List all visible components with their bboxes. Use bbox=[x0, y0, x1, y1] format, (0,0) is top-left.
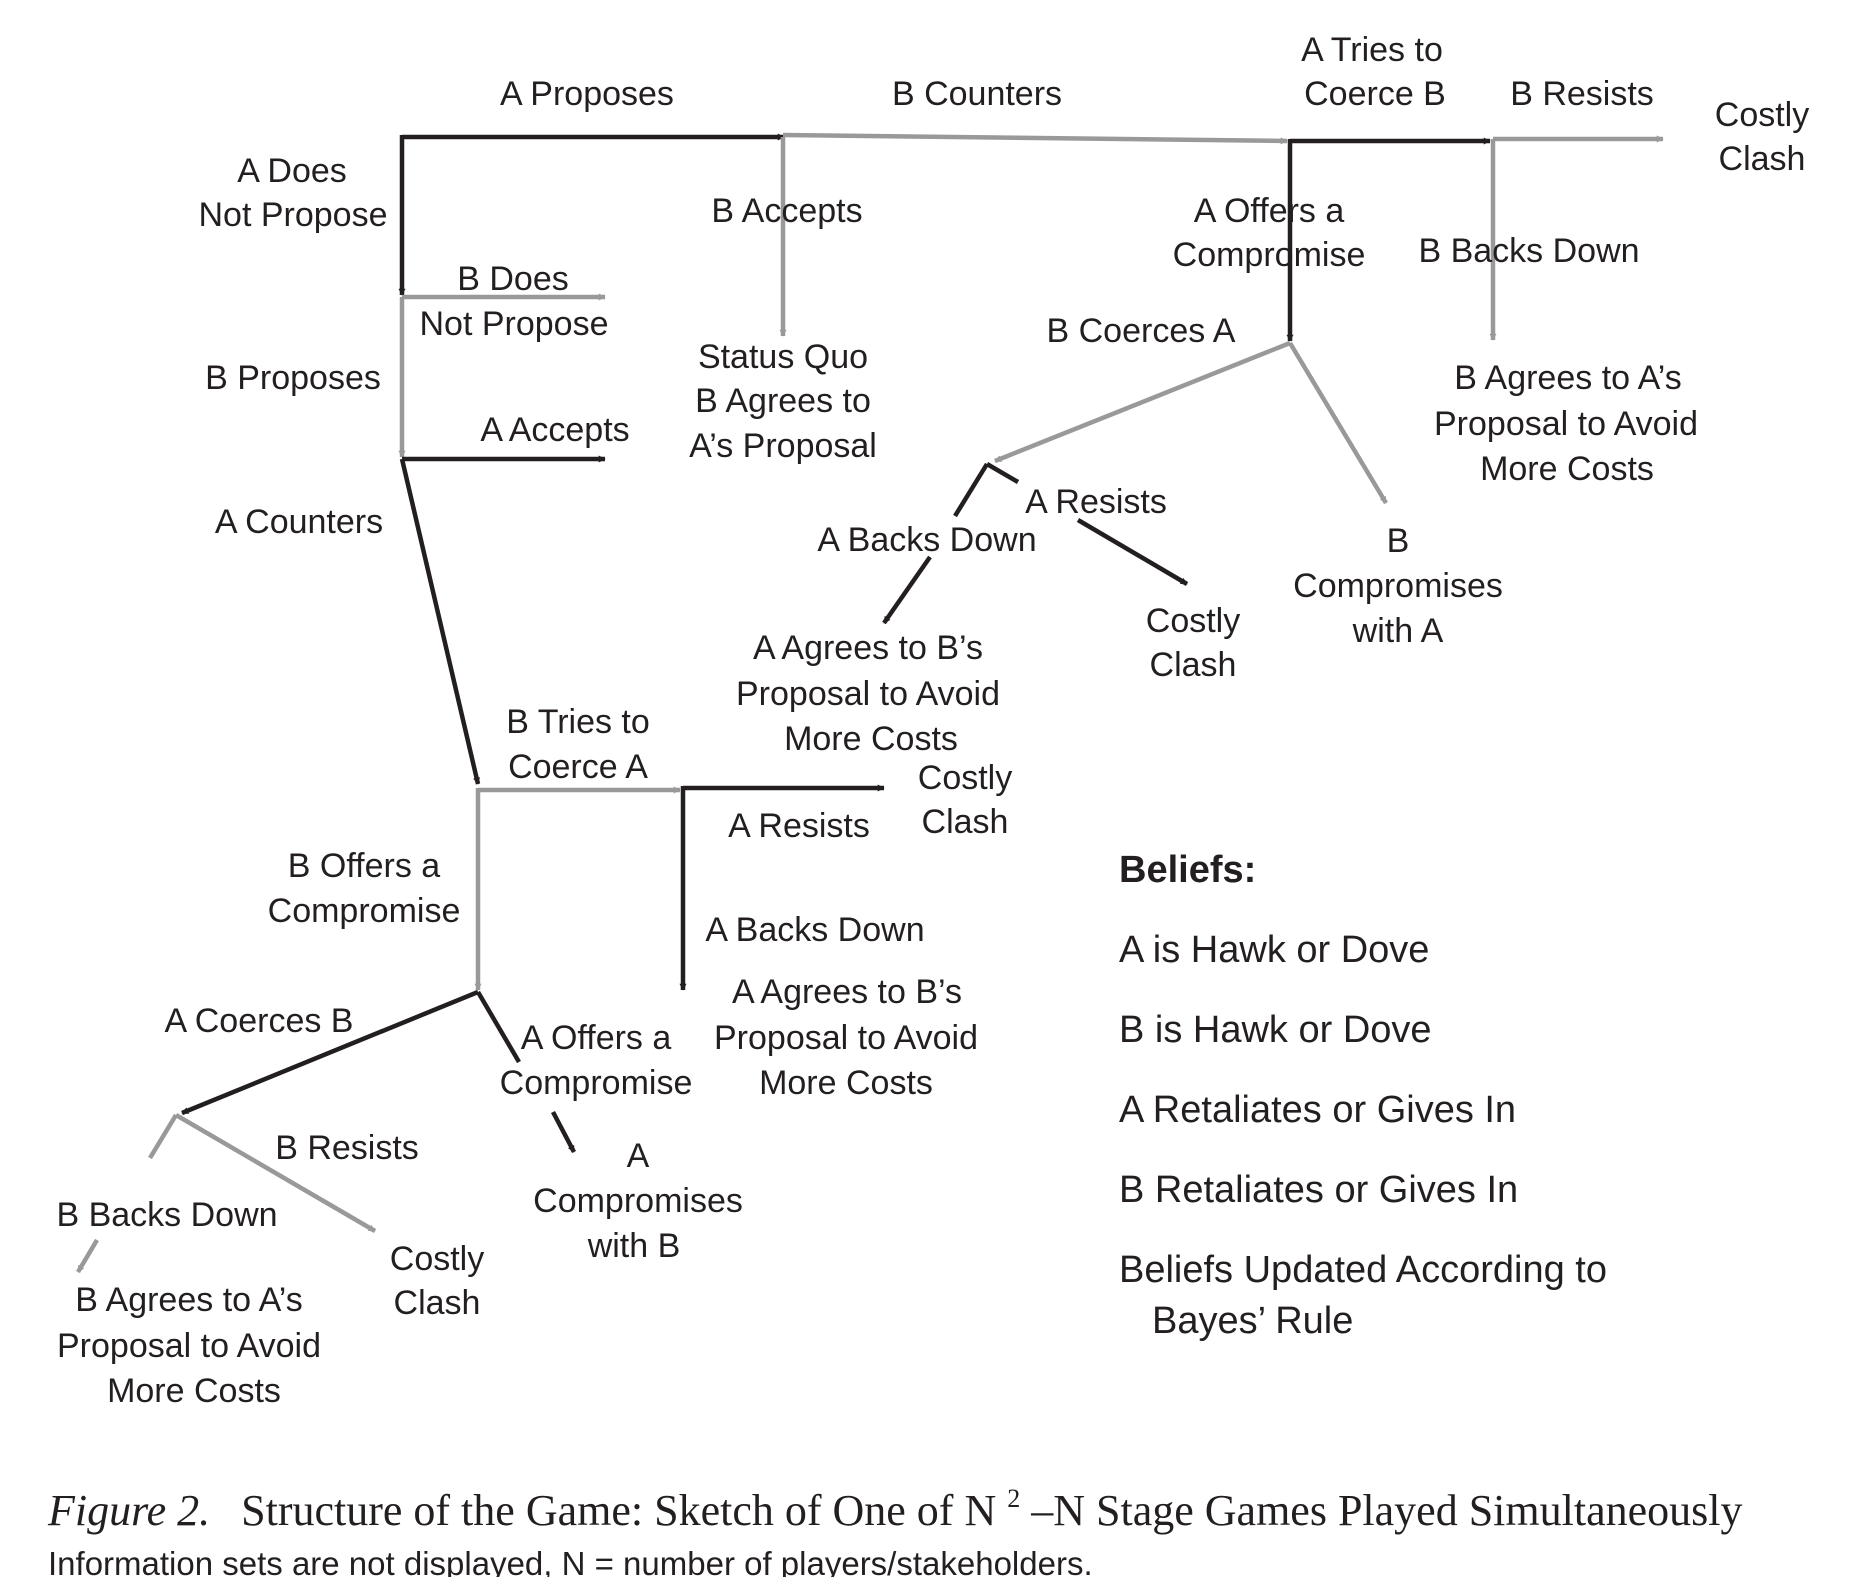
label-a-backs-down-mid: A Backs Down bbox=[817, 521, 1036, 559]
label-b-compromises-line3: with A bbox=[1352, 612, 1444, 650]
label-b-agrees-top-line2: Proposal to Avoid bbox=[1434, 405, 1698, 443]
label-status-quo-line2: B Agrees to bbox=[695, 382, 871, 420]
label-a-agrees-mid-line1: A Agrees to B’s bbox=[753, 629, 983, 667]
label-costly-clash-bottom-line1: Costly bbox=[390, 1240, 484, 1278]
edge-a-offers-compromise-low-arrow bbox=[551, 1110, 576, 1154]
edge-b-compromises bbox=[1288, 341, 1388, 505]
label-b-compromises-line1: B bbox=[1387, 522, 1410, 560]
edge-a-coerces-b bbox=[181, 989, 479, 1116]
label-status-quo-line1: Status Quo bbox=[698, 338, 868, 376]
caption-note: Information sets are not displayed, N = … bbox=[48, 1545, 1093, 1577]
label-a-does-not-propose-line1: A Does bbox=[237, 152, 347, 190]
label-b-proposes: B Proposes bbox=[205, 359, 381, 397]
edge-b-counters bbox=[782, 132, 1288, 145]
label-a-offers-compromise-top-line2: Compromise bbox=[1173, 236, 1366, 274]
label-costly-clash-bottom-line2: Clash bbox=[394, 1284, 481, 1322]
caption-title-start: Structure of the Game: Sketch of One of … bbox=[241, 1486, 996, 1535]
beliefs-item: A Retaliates or Gives In bbox=[1119, 1089, 1516, 1131]
caption-superscript: 2 bbox=[1007, 1484, 1020, 1513]
label-a-agrees-low-line1: A Agrees to B’s bbox=[732, 973, 962, 1011]
edge-a-backs-down-mid-arrow bbox=[882, 555, 932, 625]
edge-a-backs-down-mid bbox=[953, 462, 989, 518]
label-b-tries-coerce-a-line2: Coerce A bbox=[508, 748, 648, 786]
edge-b-resists-low bbox=[174, 1113, 377, 1233]
label-a-resists-low: A Resists bbox=[728, 807, 870, 845]
label-b-backs-down-top: B Backs Down bbox=[1418, 232, 1639, 270]
label-a-does-not-propose-line2: Not Propose bbox=[199, 196, 388, 234]
caption-figure-label: Figure 2. bbox=[47, 1486, 210, 1535]
label-b-agrees-top-line1: B Agrees to A’s bbox=[1454, 359, 1681, 397]
label-a-offers-compromise-low-line2: Compromise bbox=[500, 1064, 693, 1102]
label-a-tries-coerce-b-line2: Coerce B bbox=[1304, 75, 1446, 113]
label-a-offers-compromise-top-line1: A Offers a bbox=[1194, 192, 1345, 230]
label-costly-clash-low-line1: Costly bbox=[918, 759, 1012, 797]
label-b-accepts: B Accepts bbox=[711, 192, 862, 230]
caption-title: Figure 2. Structure of the Game: Sketch … bbox=[47, 1468, 1743, 1535]
label-a-agrees-low-line2: Proposal to Avoid bbox=[714, 1019, 978, 1057]
label-b-does-not-propose-line1: B Does bbox=[457, 260, 569, 298]
label-a-compromises-line1: A bbox=[627, 1137, 650, 1175]
label-costly-clash-mid-line1: Costly bbox=[1146, 602, 1240, 640]
beliefs-item: A is Hawk or Dove bbox=[1119, 929, 1429, 971]
edge-a-counters bbox=[399, 458, 481, 785]
edge-b-backs-down-low-arrow bbox=[76, 1238, 99, 1274]
edge-a-resists-mid-arrow bbox=[1076, 518, 1189, 586]
beliefs-item: B Retaliates or Gives In bbox=[1119, 1169, 1518, 1211]
tree-labels: A Proposes B Counters A Tries to Coerce … bbox=[56, 31, 1809, 1410]
beliefs-panel: Beliefs: A is Hawk or Dove B is Hawk or … bbox=[1119, 849, 1607, 1342]
label-b-offers-compromise-line2: Compromise bbox=[268, 892, 461, 930]
label-b-backs-down-low: B Backs Down bbox=[56, 1196, 277, 1234]
label-costly-clash-mid-line2: Clash bbox=[1150, 646, 1237, 684]
label-costly-clash-low-line2: Clash bbox=[922, 803, 1009, 841]
label-a-counters: A Counters bbox=[215, 503, 383, 541]
label-b-agrees-top-line3: More Costs bbox=[1480, 450, 1654, 488]
label-b-agrees-bottom-line3: More Costs bbox=[107, 1372, 281, 1410]
beliefs-item: B is Hawk or Dove bbox=[1119, 1009, 1432, 1051]
label-a-coerces-b: A Coerces B bbox=[165, 1002, 354, 1040]
label-costly-clash-top-line1: Costly bbox=[1715, 96, 1809, 134]
label-b-agrees-bottom-line2: Proposal to Avoid bbox=[57, 1327, 321, 1365]
label-a-resists-mid: A Resists bbox=[1025, 483, 1167, 521]
label-a-agrees-mid-line2: Proposal to Avoid bbox=[736, 675, 1000, 713]
beliefs-item: Beliefs Updated According to bbox=[1119, 1249, 1607, 1291]
label-a-backs-down-low: A Backs Down bbox=[705, 911, 924, 949]
label-a-agrees-low-line3: More Costs bbox=[759, 1064, 933, 1102]
label-b-does-not-propose-line2: Not Propose bbox=[420, 305, 609, 343]
label-costly-clash-top-line2: Clash bbox=[1719, 140, 1806, 178]
edge-a-offers-compromise-low bbox=[476, 990, 521, 1064]
label-b-resists-top: B Resists bbox=[1510, 75, 1654, 113]
label-b-agrees-bottom-line1: B Agrees to A’s bbox=[75, 1281, 302, 1319]
label-a-compromises-line3: with B bbox=[587, 1227, 681, 1265]
label-b-coerces-a: B Coerces A bbox=[1047, 312, 1236, 350]
label-b-counters: B Counters bbox=[892, 75, 1062, 113]
label-b-resists-low: B Resists bbox=[275, 1129, 419, 1167]
label-b-tries-coerce-a-line1: B Tries to bbox=[506, 703, 650, 741]
label-b-compromises-line2: Compromises bbox=[1293, 567, 1503, 605]
tree-edges bbox=[76, 132, 1664, 1274]
label-a-agrees-mid-line3: More Costs bbox=[784, 720, 958, 758]
edge-a-resists-mid bbox=[985, 462, 1020, 484]
edge-b-backs-down-low bbox=[148, 1113, 178, 1160]
label-a-offers-compromise-low-line1: A Offers a bbox=[521, 1019, 672, 1057]
beliefs-item: Bayes’ Rule bbox=[1152, 1300, 1353, 1342]
caption-title-end: –N Stage Games Played Simultaneously bbox=[1030, 1486, 1742, 1535]
figure-caption: Figure 2. Structure of the Game: Sketch … bbox=[47, 1468, 1743, 1577]
beliefs-title: Beliefs: bbox=[1119, 849, 1256, 891]
label-status-quo-line3: A’s Proposal bbox=[689, 427, 877, 465]
label-b-offers-compromise-line1: B Offers a bbox=[288, 847, 441, 885]
edge-b-coerces-a bbox=[994, 340, 1291, 464]
label-a-compromises-line2: Compromises bbox=[533, 1182, 743, 1220]
label-a-accepts: A Accepts bbox=[480, 411, 629, 449]
label-a-proposes: A Proposes bbox=[500, 75, 674, 113]
label-a-tries-coerce-b-line1: A Tries to bbox=[1301, 31, 1443, 69]
